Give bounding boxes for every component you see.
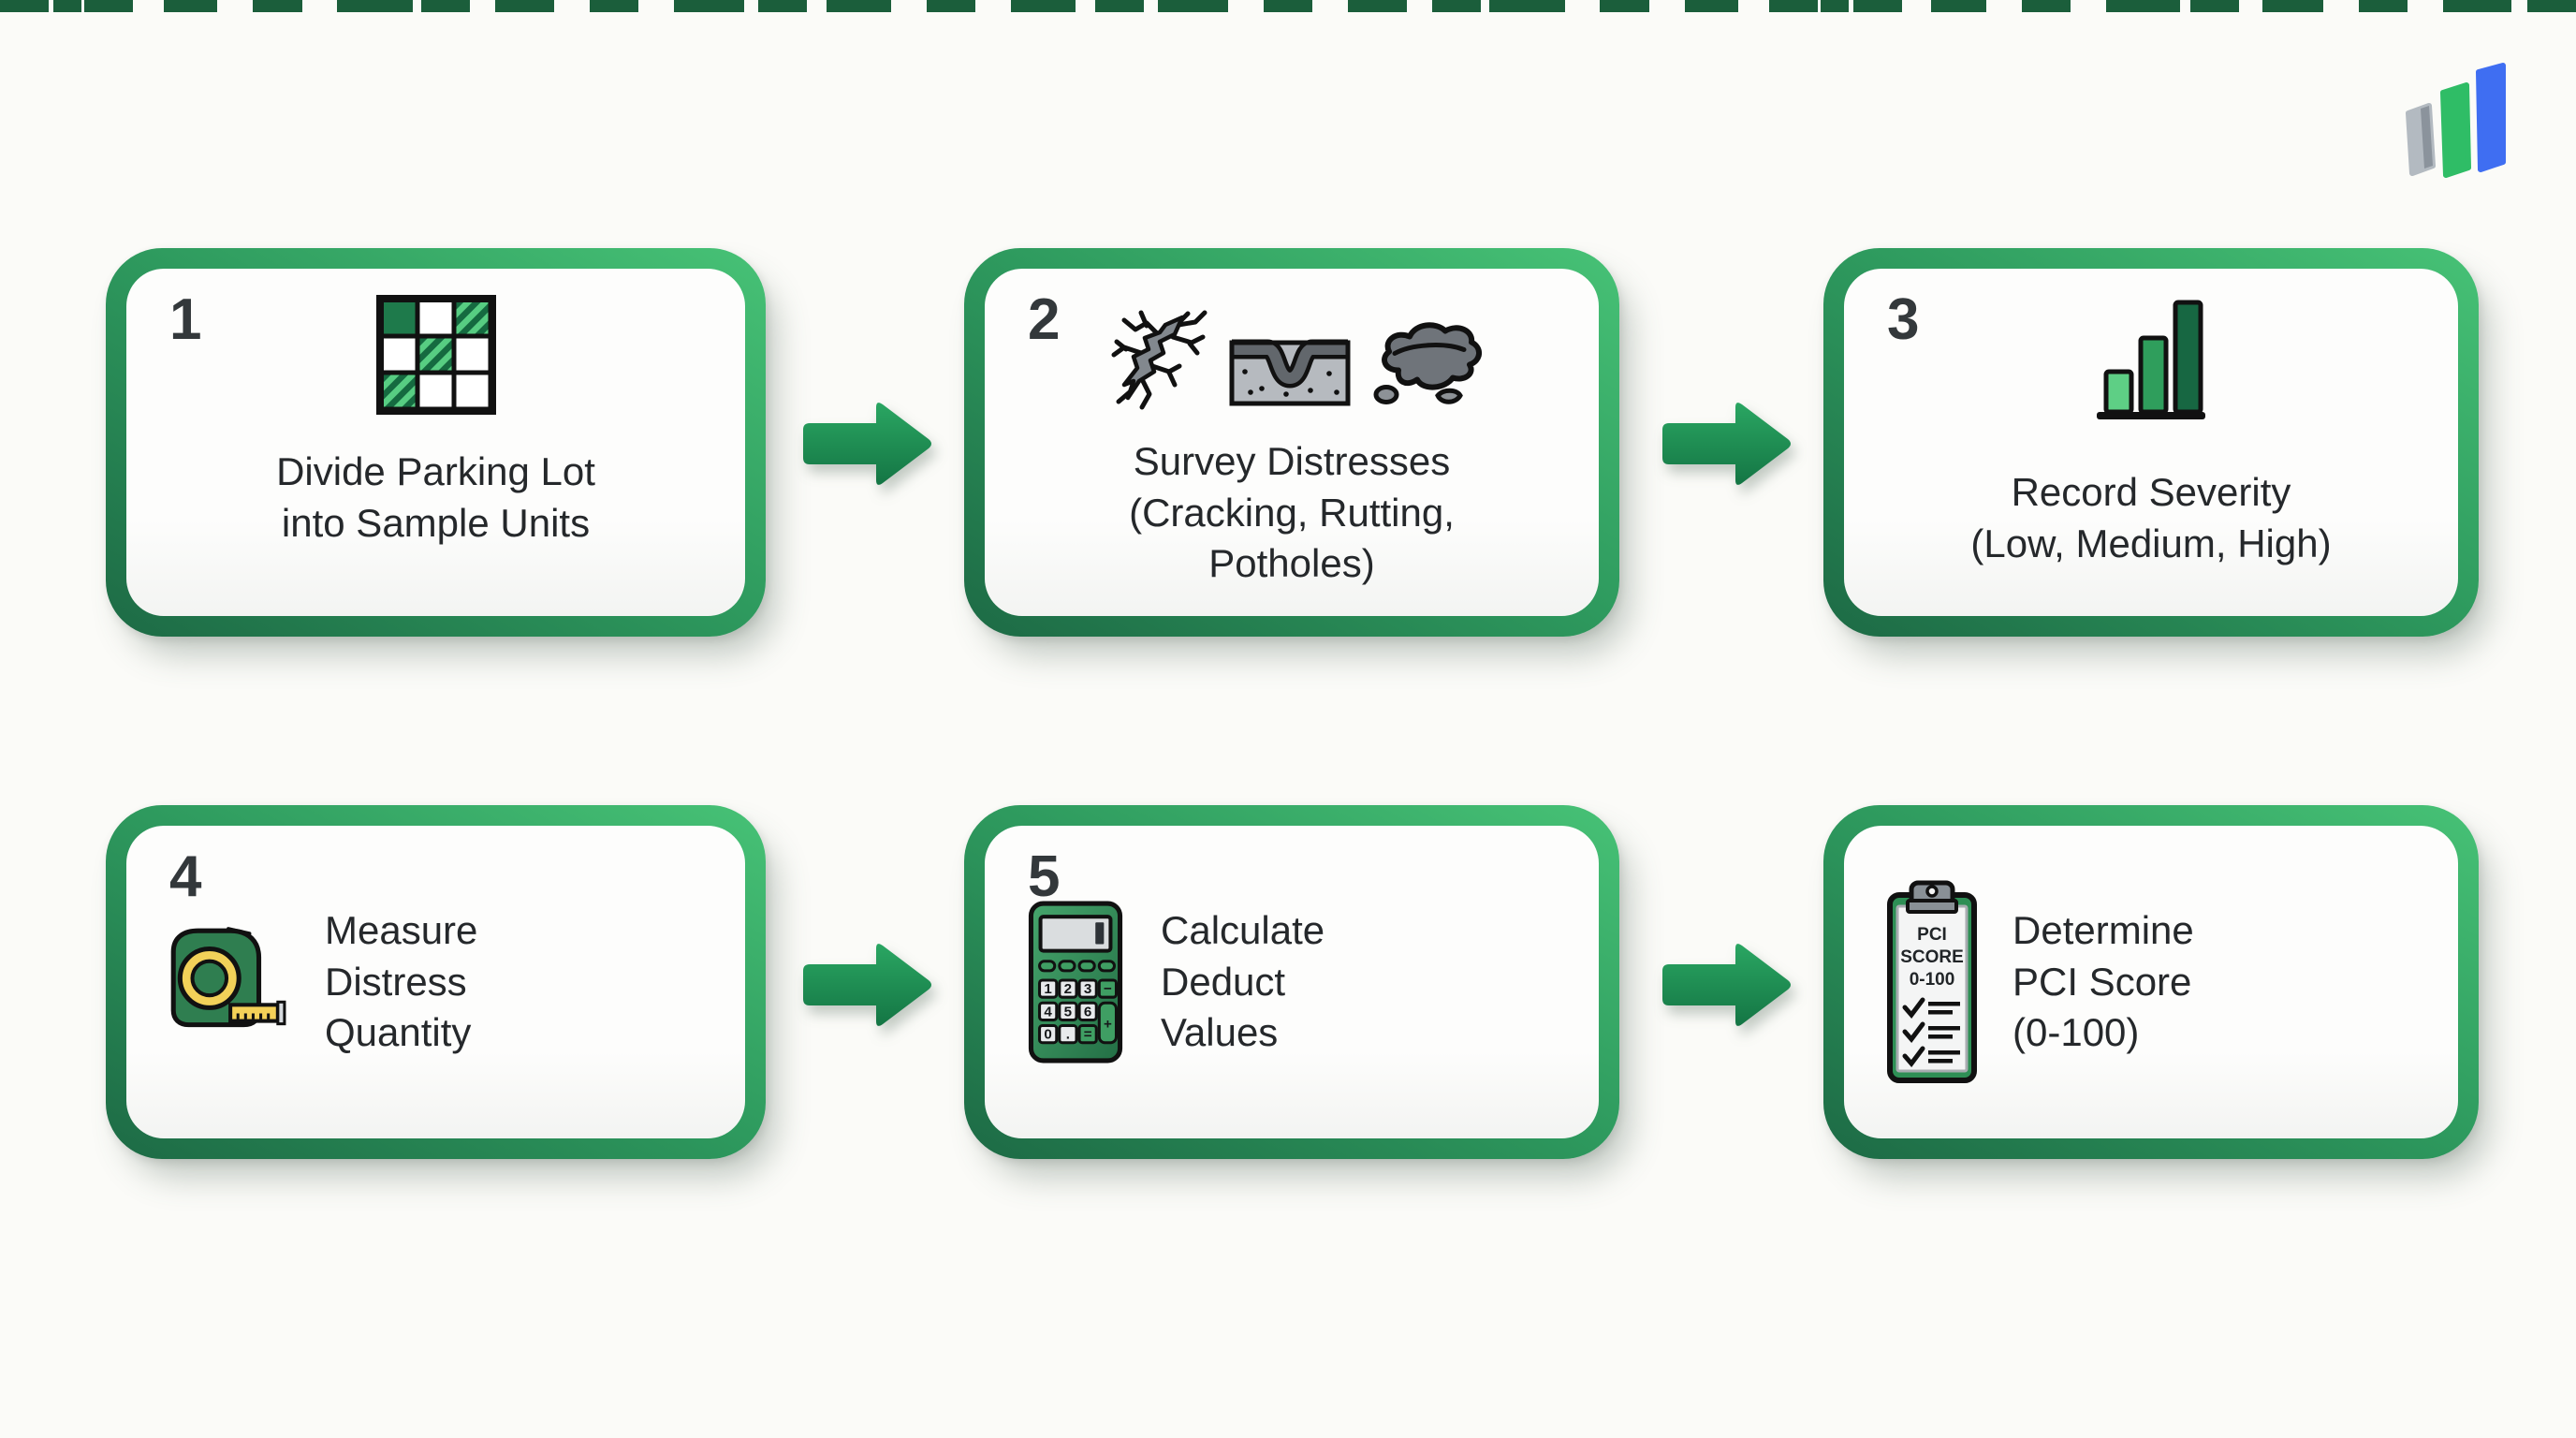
logo-bar-blue (2476, 63, 2506, 172)
caption-line: Values (1161, 1010, 1279, 1055)
sample-unit-grid-icon (375, 295, 496, 415)
rut-icon (1229, 339, 1350, 406)
caption-line: PCI Score (2012, 959, 2192, 1004)
caption-line: Measure (325, 908, 478, 953)
calc-key-5: 5 (1064, 1004, 1072, 1020)
arrow-right-icon (803, 944, 931, 1026)
calculator-icon: 1 2 3 − 4 5 6 + 0 . = (1028, 901, 1123, 1064)
clipboard-title-1: PCI (1917, 925, 1947, 945)
caption-line: (Low, Medium, High) (1970, 521, 2332, 565)
step-card-4: 4 Measure Distress Quantity (106, 805, 766, 1159)
calc-key-4: 4 (1044, 1004, 1052, 1020)
caption-line: Quantity (325, 1010, 472, 1055)
step-number: 4 (169, 844, 202, 909)
crack-icon (1111, 310, 1207, 410)
step-caption: Calculate Deduct Values (1161, 905, 1325, 1059)
step-number: 3 (1887, 287, 1920, 352)
tape-measure-icon (170, 926, 286, 1027)
caption-line: Distress (325, 959, 467, 1004)
arrow-right-icon (1662, 944, 1791, 1026)
clipboard-title-3: 0-100 (1910, 970, 1955, 990)
step-caption: Determine PCI Score (0-100) (2012, 905, 2194, 1059)
distress-icons (1100, 304, 1485, 412)
calc-key-dot: . (1066, 1027, 1070, 1043)
step-card-3: 3 Record Severity (Low, Medium, High) (1823, 248, 2479, 637)
step-number: 2 (1028, 287, 1061, 352)
step-number: 1 (169, 287, 202, 352)
caption-line: Divide Parking Lot (276, 449, 595, 493)
calc-key-6: 6 (1084, 1004, 1091, 1020)
logo-bar-gray-fold (2421, 106, 2433, 169)
step-caption: Record Severity (Low, Medium, High) (1970, 467, 2331, 569)
clipboard-title-2: SCORE (1900, 947, 1964, 967)
calc-key-equals: = (1084, 1027, 1092, 1043)
caption-line: into Sample Units (281, 500, 591, 545)
top-cropped-dashes-decor (0, 0, 2576, 12)
calc-key-minus: − (1104, 981, 1112, 997)
step-card-1: 1 Divide Parking Lot into Sample Units (106, 248, 766, 637)
calc-key-plus: + (1104, 1017, 1112, 1033)
bar-chart-logo-icon (2406, 63, 2506, 178)
step-card-2: 2 (964, 248, 1619, 637)
pothole-icon (1373, 322, 1482, 404)
caption-line: Potholes) (1208, 541, 1375, 586)
caption-line: Survey Distresses (1133, 439, 1451, 483)
caption-line: (Cracking, Rutting, (1129, 490, 1455, 535)
caption-line: Determine (2012, 908, 2194, 953)
caption-line: (0-100) (2012, 1010, 2140, 1055)
step-number: 5 (1028, 844, 1061, 909)
calc-key-0: 0 (1044, 1027, 1051, 1043)
pci-clipboard-icon: PCI SCORE 0-100 (1887, 880, 1977, 1083)
caption-line: Deduct (1161, 959, 1286, 1004)
arrow-right-icon (1662, 403, 1791, 485)
logo-bar-green (2440, 82, 2471, 178)
step-card-6: PCI SCORE 0-100 Determine PCI Score (0-1… (1823, 805, 2479, 1159)
caption-line: Calculate (1161, 908, 1325, 953)
caption-line: Record Severity (2011, 470, 2291, 514)
step-caption: Divide Parking Lot into Sample Units (276, 447, 595, 549)
arrow-right-icon (803, 403, 931, 485)
step-caption: Measure Distress Quantity (325, 905, 477, 1059)
calc-key-1: 1 (1044, 981, 1051, 997)
severity-bars-icon (2097, 300, 2205, 419)
step-caption: Survey Distresses (Cracking, Rutting, Po… (1129, 436, 1455, 590)
step-card-5: 5 (964, 805, 1619, 1159)
calc-key-2: 2 (1064, 981, 1072, 997)
calc-key-3: 3 (1084, 981, 1091, 997)
bar-chart-logo (2396, 62, 2522, 178)
